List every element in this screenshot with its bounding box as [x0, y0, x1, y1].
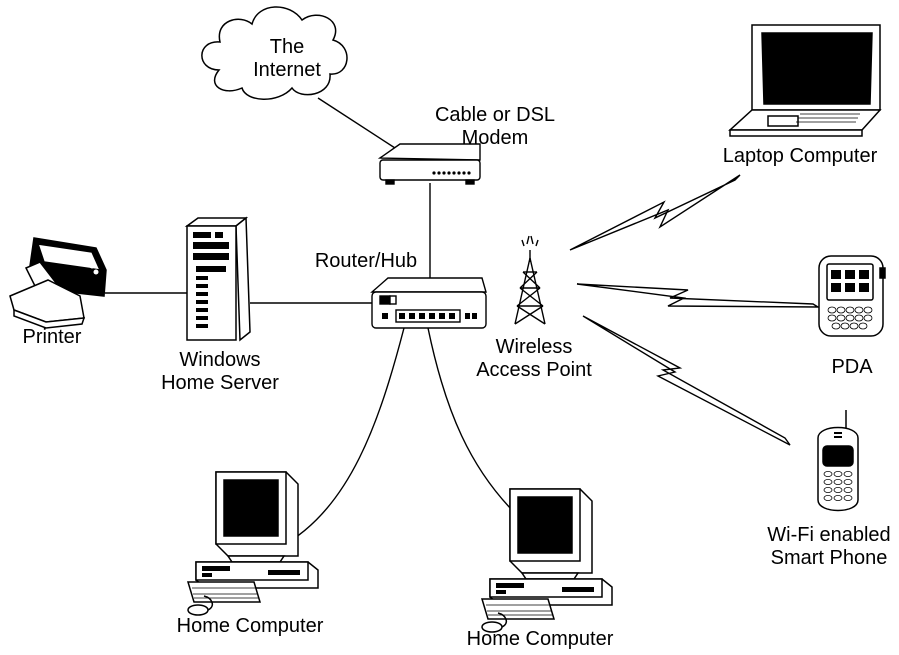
modem-icon	[377, 143, 481, 185]
link-router-home-computer-right	[427, 327, 521, 519]
laptop-label-text: Laptop Computer	[722, 145, 878, 167]
server-tower-icon	[184, 216, 251, 342]
modem-label-line-1: Cable or DSL	[434, 104, 556, 126]
internet-label: The Internet	[232, 36, 342, 82]
internet-label-line-1: The	[269, 36, 305, 58]
server-label-line-2: Home Server	[161, 372, 279, 394]
home-computer-right-label: Home Computer	[455, 628, 625, 651]
pda-icon	[818, 255, 886, 337]
wap-label-line-1: Wireless	[495, 336, 573, 358]
router-icon	[370, 277, 487, 329]
wap-label-line-2: Access Point	[476, 359, 592, 381]
home-computer-left-label: Home Computer	[165, 615, 335, 638]
modem-label: Cable or DSL Modem	[430, 104, 560, 150]
lightning-bolt-icon	[582, 315, 791, 446]
laptop-label: Laptop Computer	[712, 145, 888, 168]
link-internet-modem	[317, 97, 396, 149]
antenna-tower-icon	[514, 235, 546, 325]
wap-label: Wireless Access Point	[474, 336, 594, 382]
phone-label-line-2: Smart Phone	[770, 547, 888, 569]
phone-label-line-1: Wi-Fi enabled	[767, 524, 891, 546]
smartphone-icon	[817, 410, 859, 512]
internet-label-line-2: Internet	[253, 59, 321, 81]
connections	[105, 97, 521, 548]
link-router-home-computer-left	[279, 327, 405, 548]
desktop-computer-icon	[186, 471, 319, 616]
phone-label: Wi-Fi enabled Smart Phone	[760, 524, 898, 570]
lightning-bolt-icon	[576, 283, 821, 308]
printer-icon	[9, 237, 107, 329]
lightning-bolt-icon	[569, 174, 741, 251]
printer-label: Printer	[10, 326, 94, 349]
server-label: Windows Home Server	[150, 349, 290, 395]
cloud-icon	[201, 6, 348, 100]
pda-label: PDA	[820, 356, 884, 379]
modem-label-line-2: Modem	[461, 127, 529, 149]
router-label: Router/Hub	[306, 250, 426, 273]
printer-label-text: Printer	[22, 326, 82, 348]
laptop-icon	[728, 24, 882, 137]
wireless-links	[569, 174, 821, 446]
router-label-text: Router/Hub	[314, 250, 418, 272]
home-computer-left-label-text: Home Computer	[176, 615, 324, 637]
server-label-line-1: Windows	[179, 349, 261, 371]
pda-label-text: PDA	[831, 356, 873, 378]
desktop-computer-icon	[480, 488, 613, 633]
home-computer-right-label-text: Home Computer	[466, 628, 614, 650]
